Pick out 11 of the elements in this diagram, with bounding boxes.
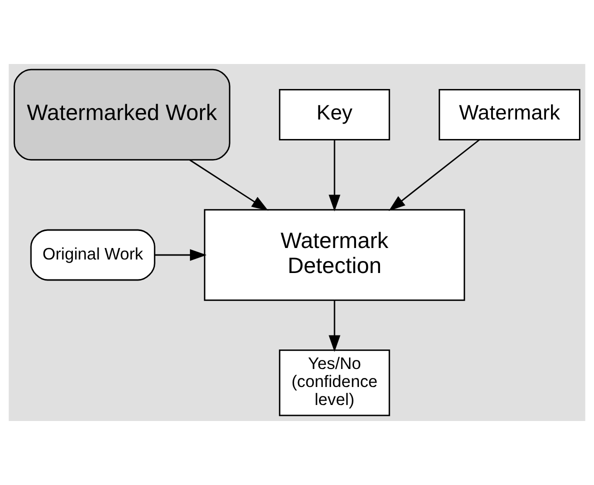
node-box: Key: [278, 89, 390, 140]
arrow: [388, 139, 480, 212]
node-box: Yes/No (confidence level): [278, 349, 390, 416]
node-box: Watermarked Work: [14, 68, 230, 161]
arrow: [328, 300, 340, 352]
node-box: Watermark: [438, 89, 580, 140]
node-box: Watermark Detection: [204, 209, 466, 301]
arrow: [328, 140, 340, 212]
arrow: [189, 159, 268, 211]
arrow: [154, 249, 207, 261]
node-box: Original Work: [30, 229, 156, 281]
